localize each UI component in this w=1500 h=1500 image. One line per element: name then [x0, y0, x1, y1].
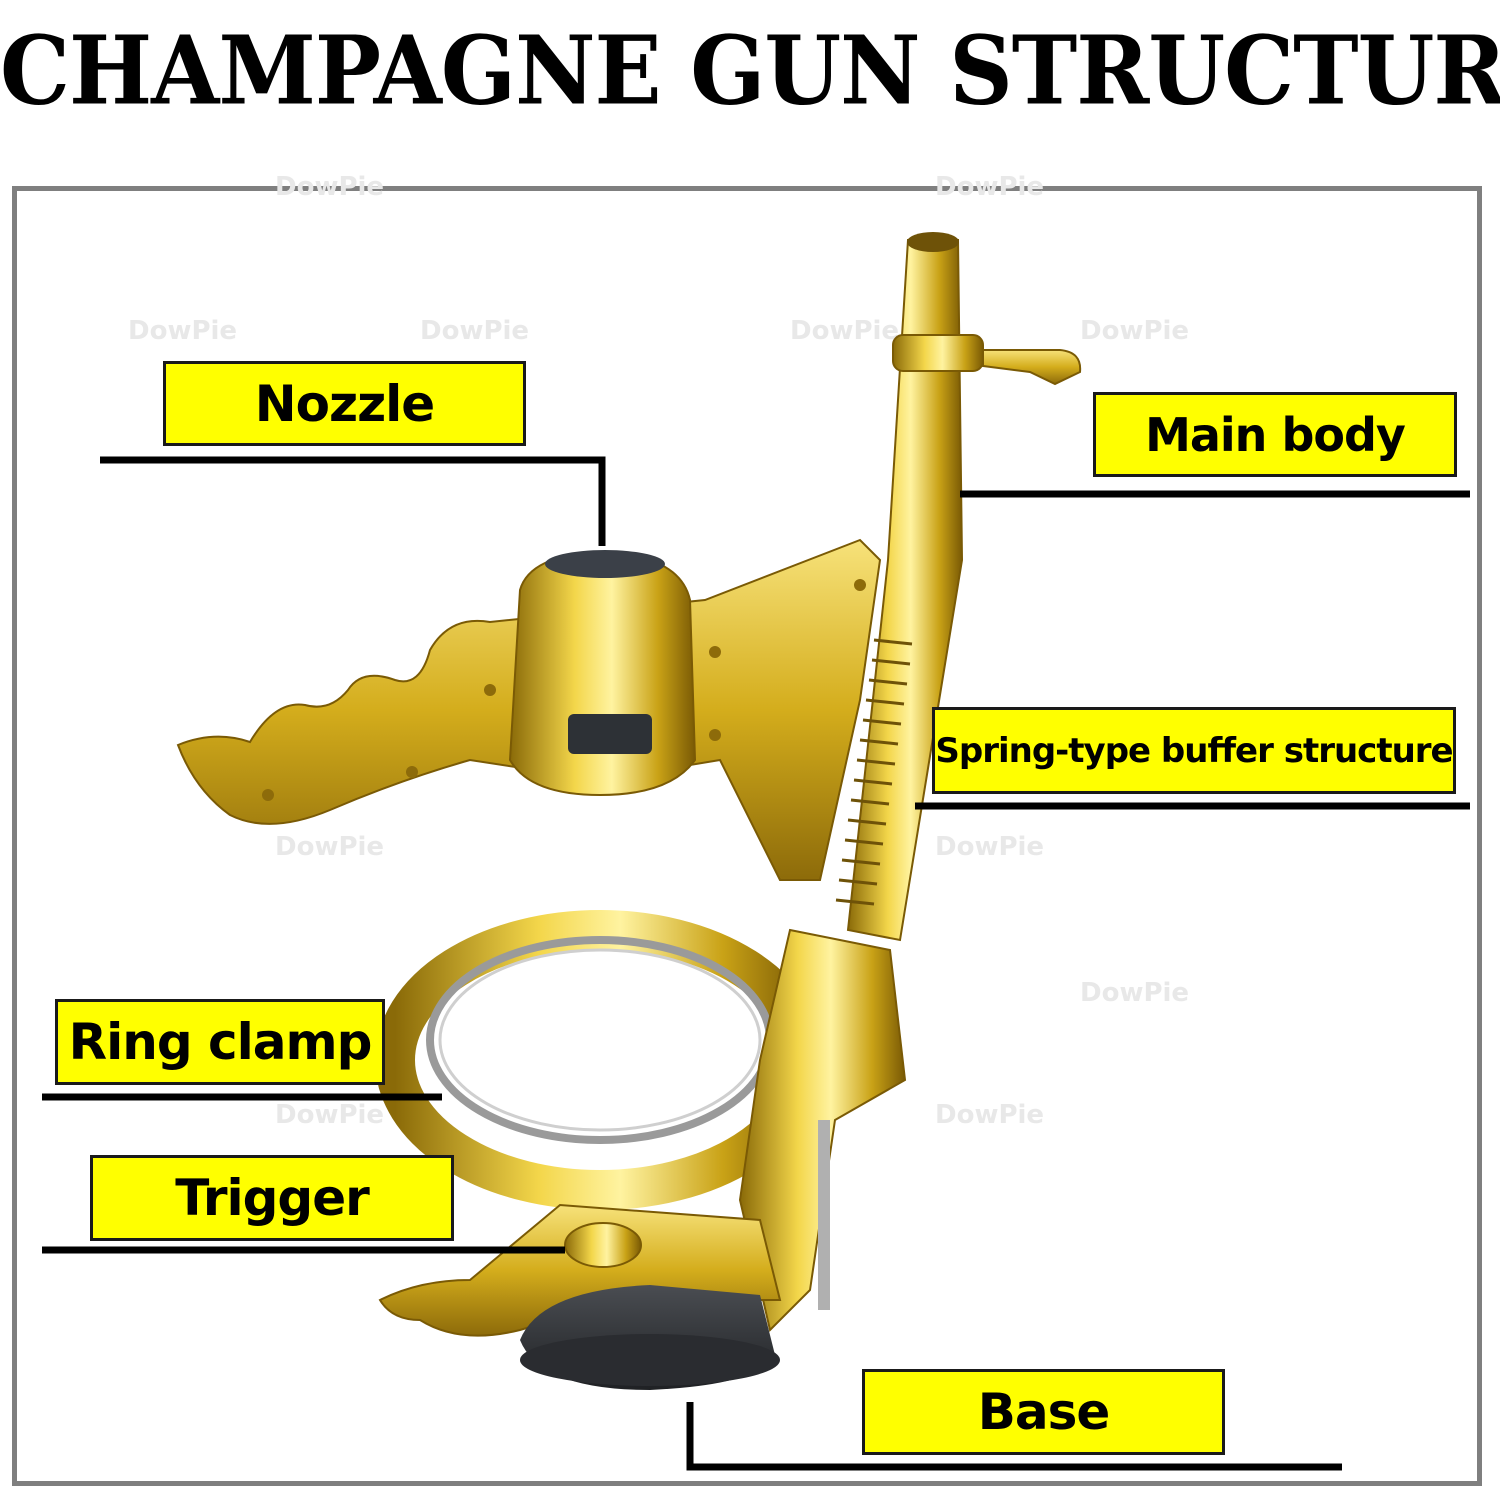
- ring-clamp: [375, 910, 825, 1210]
- label-trigger: Trigger: [90, 1155, 454, 1241]
- watermark: DowPie: [128, 316, 238, 346]
- trigger-assembly: [378, 1203, 782, 1337]
- watermark: DowPie: [935, 172, 1045, 202]
- watermark: DowPie: [275, 172, 385, 202]
- base-leader: [686, 1402, 1342, 1471]
- watermark: DowPie: [275, 832, 385, 862]
- watermark: DowPie: [935, 832, 1045, 862]
- label-spring-buffer: Spring-type buffer structure: [932, 707, 1456, 794]
- lower-receiver: [738, 928, 907, 1332]
- label-main-body: Main body: [1093, 392, 1457, 477]
- diagram-title: CHAMPAGNE GUN STRUCTURE: [0, 13, 1500, 127]
- watermark: DowPie: [1080, 316, 1190, 346]
- spring-coil: [835, 638, 913, 906]
- base: [520, 1285, 780, 1390]
- watermark: DowPie: [1080, 978, 1190, 1008]
- watermark: DowPie: [790, 316, 900, 346]
- leader-lines: [42, 456, 1470, 1471]
- nozzle-head: [508, 550, 697, 797]
- main-body-tube: [846, 232, 1082, 942]
- watermark: DowPie: [935, 1100, 1045, 1130]
- image-frame: [12, 186, 1482, 1486]
- nozzle-leader: [100, 456, 606, 546]
- label-base: Base: [862, 1369, 1225, 1455]
- label-nozzle: Nozzle: [163, 361, 526, 446]
- watermark: DowPie: [275, 1100, 385, 1130]
- watermark: DowPie: [420, 316, 530, 346]
- label-ring-clamp: Ring clamp: [55, 999, 385, 1085]
